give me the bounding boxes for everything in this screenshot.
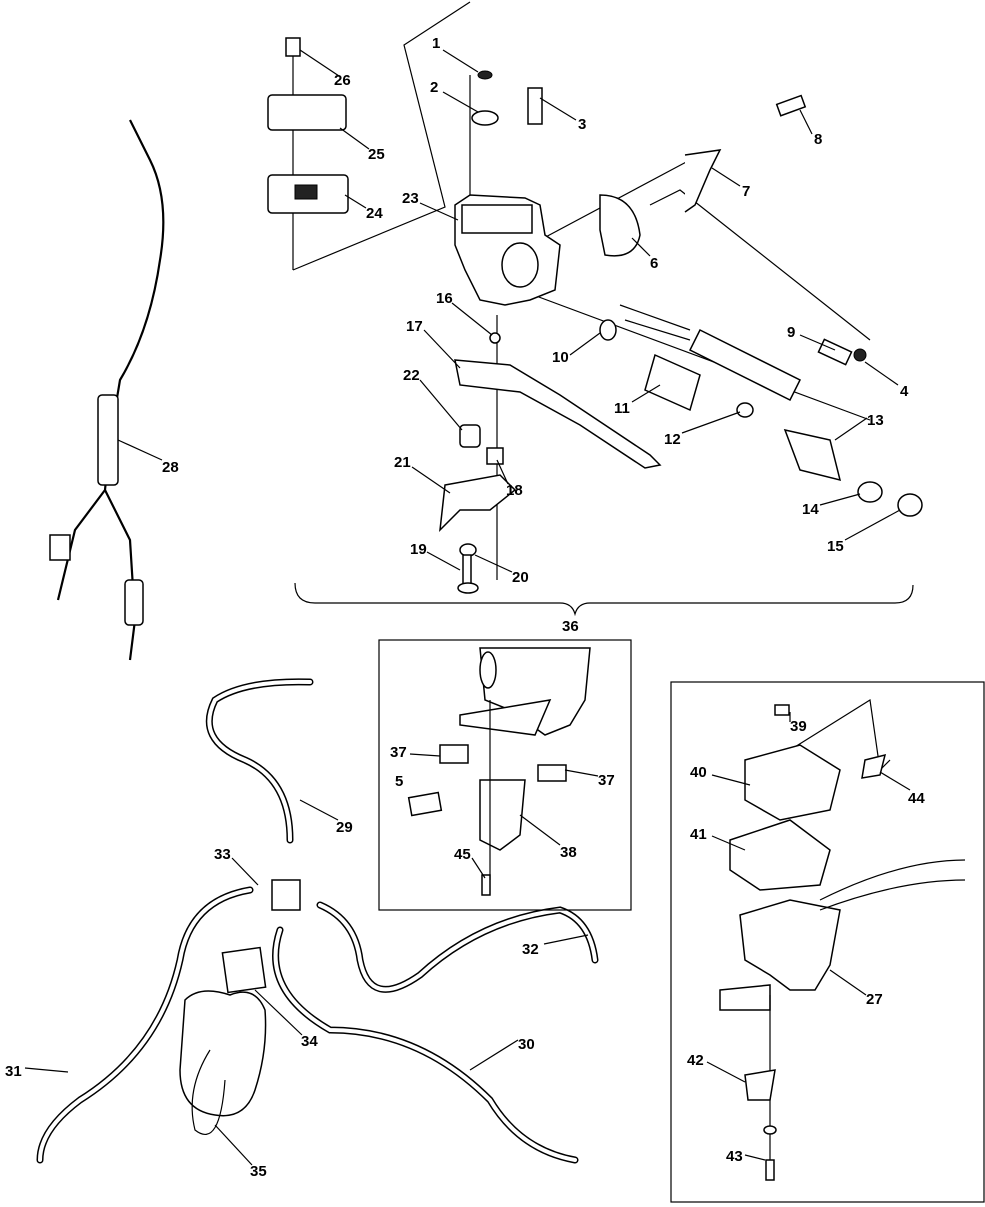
clamp [599, 194, 641, 257]
leader-lines [24, 49, 911, 1166]
part-labels: 1 2 3 4 5 6 7 8 9 10 11 12 13 14 15 16 1… [5, 35, 925, 1180]
label-43: 43 [726, 1148, 743, 1165]
assembly-brace [294, 582, 914, 617]
label-23: 23 [402, 190, 419, 207]
label-15: 15 [827, 538, 844, 555]
label-8: 8 [814, 131, 822, 148]
label-39: 39 [790, 718, 807, 735]
label-6: 6 [650, 255, 658, 272]
label-25: 25 [368, 146, 385, 163]
label-35: 35 [250, 1163, 267, 1180]
label-20: 20 [512, 569, 529, 586]
throttle-cable [49, 119, 165, 661]
label-44: 44 [908, 790, 925, 807]
label-16: 16 [436, 290, 453, 307]
label-21: 21 [394, 454, 411, 471]
label-28: 28 [162, 459, 179, 476]
label-19: 19 [410, 541, 427, 558]
piston [783, 428, 842, 482]
label-17: 17 [406, 318, 423, 335]
label-24: 24 [366, 205, 383, 222]
lever-bracket [439, 474, 517, 533]
label-9: 9 [787, 324, 795, 341]
label-7: 7 [742, 183, 750, 200]
brake-lever [454, 359, 662, 469]
label-26: 26 [334, 72, 351, 89]
label-2: 2 [430, 79, 438, 96]
label-4: 4 [900, 383, 909, 400]
brake-hoses [36, 678, 599, 1164]
label-36: 36 [562, 618, 579, 635]
label-41: 41 [690, 826, 707, 843]
spring [644, 353, 701, 412]
label-31: 31 [5, 1063, 22, 1080]
label-1: 1 [432, 35, 440, 52]
label-33: 33 [214, 846, 231, 863]
hose-cover [179, 990, 267, 1117]
label-34: 34 [301, 1033, 318, 1050]
inset-master-cylinder-detail [670, 681, 985, 1203]
label-3: 3 [578, 116, 586, 133]
brake-switch [688, 328, 802, 402]
upper-assembly [267, 1, 923, 617]
label-45: 45 [454, 846, 471, 863]
label-32: 32 [522, 941, 539, 958]
label-42: 42 [687, 1052, 704, 1069]
label-37b: 37 [598, 772, 615, 789]
label-5: 5 [395, 773, 403, 790]
label-13: 13 [867, 412, 884, 429]
reservoir-cover [267, 94, 347, 131]
label-29: 29 [336, 819, 353, 836]
label-18: 18 [506, 482, 523, 499]
label-38: 38 [560, 844, 577, 861]
hose-junction [271, 879, 301, 911]
label-12: 12 [664, 431, 681, 448]
label-37a: 37 [390, 744, 407, 761]
label-10: 10 [552, 349, 569, 366]
label-22: 22 [403, 367, 420, 384]
label-14: 14 [802, 501, 819, 518]
label-40: 40 [690, 764, 707, 781]
label-27: 27 [866, 991, 883, 1008]
label-11: 11 [614, 400, 630, 417]
label-30: 30 [518, 1036, 535, 1053]
inset-switch-detail [378, 639, 632, 911]
